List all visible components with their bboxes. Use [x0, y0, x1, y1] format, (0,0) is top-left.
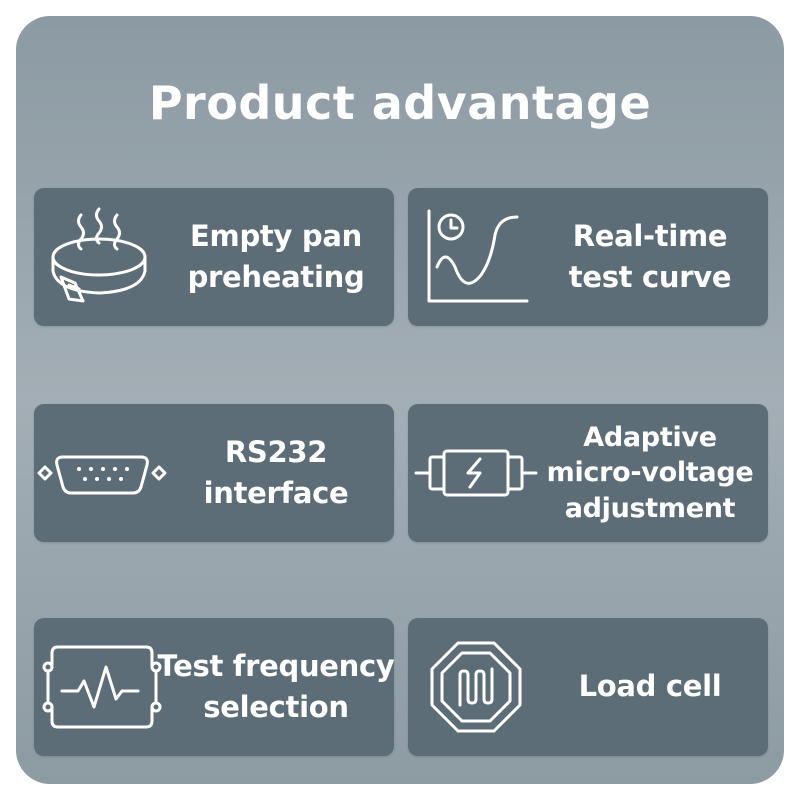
waveform-icon: [42, 628, 162, 746]
feature-label: Empty pan preheating: [164, 188, 388, 326]
feature-label-line: RS232: [224, 434, 328, 469]
feature-label: Load cell: [538, 618, 762, 756]
feature-label-line: micro-voltage: [546, 457, 754, 489]
feature-label-line: selection: [203, 690, 349, 724]
feature-card-rs232-interface: RS232 interface: [34, 404, 394, 542]
page-title: Product advantage: [148, 76, 652, 130]
feature-card-load-cell: Load cell: [408, 618, 768, 756]
feature-label: RS232 interface: [164, 404, 388, 542]
feature-label-line: Real-time: [572, 218, 728, 253]
feature-card-test-frequency-selection: Test frequency selection: [34, 618, 395, 756]
serial-port-icon: [37, 414, 167, 532]
feature-label-line: Empty pan: [190, 218, 362, 253]
feature-label-line: Adaptive: [583, 422, 717, 454]
feature-label-line: adjustment: [564, 492, 736, 524]
feature-label-line: preheating: [187, 260, 365, 294]
feature-label: Real-time test curve: [538, 188, 762, 326]
feature-card-real-time-test-curve: Real-time test curve: [408, 188, 768, 326]
feature-label-line: test curve: [568, 260, 732, 294]
feature-card-empty-pan-preheating: Empty pan preheating: [34, 188, 394, 326]
timer-curve-icon: [416, 198, 536, 316]
heating-pan-icon: [42, 198, 162, 316]
feature-label: Test frequency selection: [157, 618, 394, 756]
feature-label-line: Test frequency: [157, 648, 395, 683]
feature-card-adaptive-micro-voltage-adjustment: Adaptive micro-voltage adjustment: [408, 404, 768, 542]
voltage-fuse-icon: [414, 414, 538, 532]
feature-label: Adaptive micro-voltage adjustment: [538, 404, 762, 542]
load-cell-icon: [416, 628, 536, 746]
feature-label-line: Load cell: [578, 669, 722, 704]
feature-label-line: interface: [203, 476, 349, 510]
